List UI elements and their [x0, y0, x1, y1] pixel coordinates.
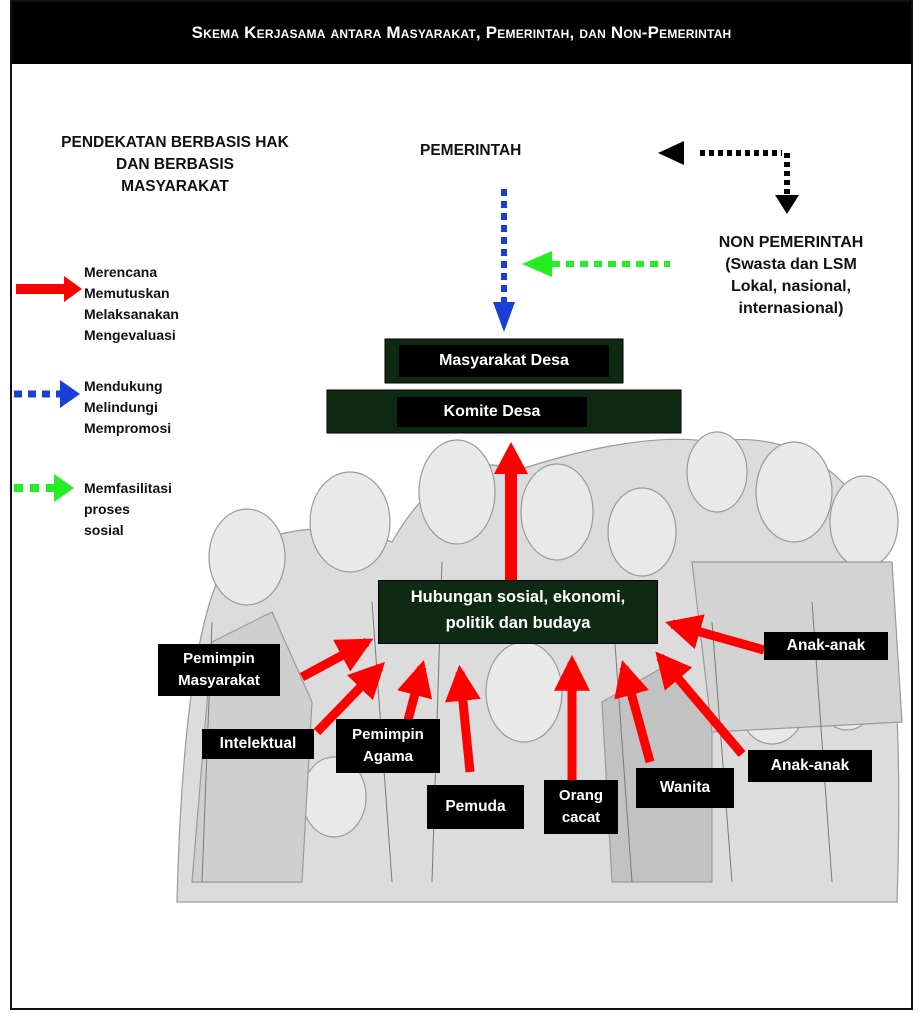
- non-government-label: NON PEMERINTAH (Swasta dan LSM Lokal, na…: [676, 232, 906, 320]
- approach-heading-line-2: DAN BERBASIS: [116, 156, 234, 173]
- legend-arrow-green: [14, 474, 74, 502]
- group-community-leaders-line-2: Masyarakat: [178, 672, 260, 689]
- legend-item: Mempromosi: [84, 420, 172, 436]
- group-participation-arrows: [299, 614, 766, 782]
- non-government-line-2: (Swasta dan LSM: [725, 256, 857, 273]
- legend-item: Melindungi: [84, 399, 158, 415]
- diagram-frame: Skema Kerjasama antara Masyarakat, Pemer…: [10, 0, 913, 1010]
- group-community-leaders: Pemimpin Masyarakat: [158, 644, 280, 696]
- group-disabled-line-1: Orang: [558, 787, 604, 804]
- legend-item: Mendukung: [84, 378, 163, 394]
- relations-line-1: Hubungan sosial, ekonomi,: [410, 588, 626, 606]
- approach-heading: PENDEKATAN BERBASIS HAK DAN BERBASIS MAS…: [30, 132, 320, 198]
- village-committee-label: Komite Desa: [397, 397, 587, 427]
- legend-support: Mendukung Melindungi Mempromosi: [84, 376, 171, 439]
- group-intellectuals: Intelektual: [202, 729, 314, 759]
- legend-item: Merencana: [84, 264, 158, 280]
- group-religious-leaders-line-2: Agama: [362, 748, 414, 765]
- legend-arrow-red: [16, 276, 82, 302]
- non-government-line-1: NON PEMERINTAH: [718, 234, 864, 251]
- relations-line-2: politik dan budaya: [445, 614, 591, 632]
- legend-facilitation: Memfasilitasi proses sosial: [84, 478, 172, 541]
- group-religious-leaders: Pemimpin Agama: [336, 719, 440, 773]
- approach-heading-line-3: MASYARAKAT: [121, 178, 229, 195]
- group-religious-leaders-line-1: Pemimpin: [352, 726, 424, 743]
- approach-heading-line-1: PENDEKATAN BERBASIS HAK: [61, 134, 289, 151]
- group-disabled: Orang cacat: [544, 780, 618, 834]
- legend-arrow-blue: [14, 380, 80, 408]
- group-community-leaders-line-1: Pemimpin: [183, 650, 255, 667]
- diagram-title: Skema Kerjasama antara Masyarakat, Pemer…: [191, 23, 732, 42]
- nongov-facilitation-arrow: [522, 251, 670, 277]
- group-children-top: Anak-anak: [764, 632, 888, 660]
- legend-item: proses: [84, 501, 130, 517]
- group-disabled-line-2: cacat: [561, 809, 601, 826]
- title-bar: Skema Kerjasama antara Masyarakat, Pemer…: [12, 2, 911, 64]
- legend-item: Mengevaluasi: [84, 327, 176, 343]
- relations-to-committee-arrow: [494, 442, 528, 582]
- government-support-arrow: [493, 189, 515, 332]
- government-label: PEMERINTAH: [420, 142, 522, 159]
- village-community-label: Masyarakat Desa: [399, 345, 609, 377]
- legend-participation: Merencana Memutuskan Melaksanakan Mengev…: [84, 262, 179, 346]
- non-government-line-3: Lokal, nasional,: [730, 278, 852, 295]
- group-women: Wanita: [636, 768, 734, 808]
- legend-item: sosial: [84, 522, 124, 538]
- legend-item: Memutuskan: [84, 285, 170, 301]
- group-youth: Pemuda: [427, 785, 524, 829]
- non-government-line-4: internasional): [738, 300, 844, 317]
- nongov-connector-arrow: [658, 141, 799, 214]
- group-children-bottom: Anak-anak: [748, 750, 872, 782]
- relations-box: Hubungan sosial, ekonomi, politik dan bu…: [378, 580, 658, 644]
- legend-item: Memfasilitasi: [84, 480, 172, 496]
- legend-item: Melaksanakan: [84, 306, 179, 322]
